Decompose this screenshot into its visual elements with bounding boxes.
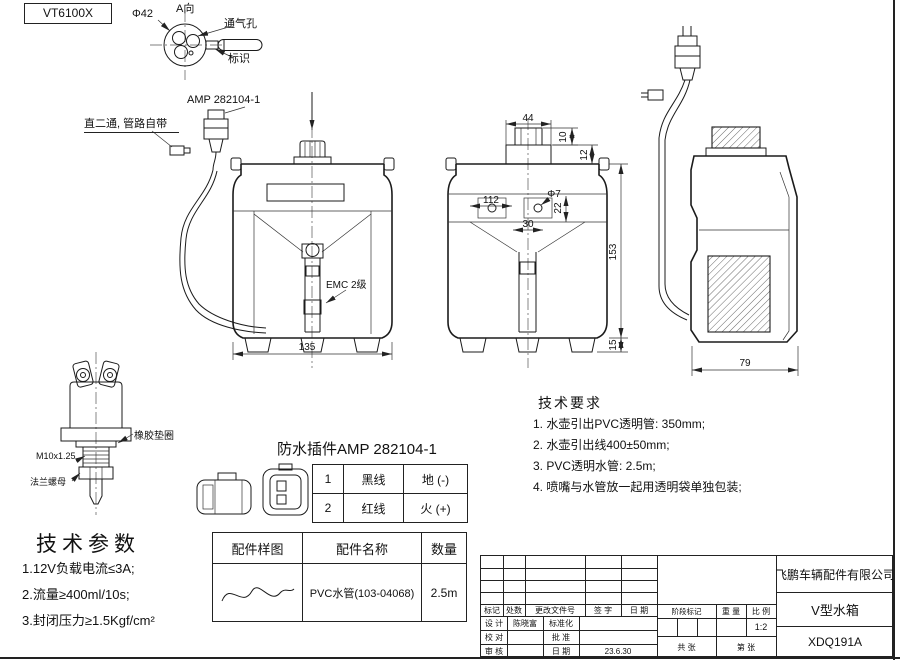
pipe-sample-cell (212, 563, 303, 622)
wire-row: 2 红线 火 (+) (312, 493, 468, 523)
parts-table: 配件样图 配件名称 数量 PVC水管(103-04068) 2.5m (212, 532, 467, 622)
tech-req-item-1: 1. 水壶引出PVC透明管: 350mm; (533, 417, 706, 431)
tech-req-item-3: 3. PVC透明水管: 2.5m; (533, 459, 656, 473)
part-qty-cell: 2.5m (421, 563, 467, 622)
pump-drawing (60, 352, 134, 515)
detail-a-view-label: A向 (176, 3, 195, 15)
flange-nut-label: 法兰螺母 (30, 477, 67, 487)
marking-label: 标识 (228, 53, 250, 65)
wire-color-cell: 黑线 (343, 464, 404, 494)
tb-scale-value: 1:2 (754, 622, 768, 632)
dim-12: 12 (579, 149, 590, 161)
plug-front-drawing (262, 463, 309, 516)
company-name: 飞鹏车辆配件有限公司 (776, 567, 894, 582)
tb-designer-name: 陈晓富 (513, 618, 537, 628)
plug-side-drawing (196, 472, 252, 515)
tb-rev-mark: 标记 (484, 605, 500, 615)
part-number-box: VT6100X (24, 3, 112, 24)
parts-table-header: 配件样图 配件名称 数量 (212, 532, 467, 564)
tech-params-title: 技术参数 (36, 533, 140, 556)
detail-a-diameter-label: Φ42 (132, 8, 154, 20)
col-qty-header: 数量 (421, 532, 467, 564)
tb-sheet-total: 共 张 (677, 642, 696, 652)
dim-phi7: Φ7 (547, 189, 561, 200)
tech-req-item-2: 2. 水壶引出线400±50mm; (533, 438, 670, 452)
dim-153: 153 (608, 243, 619, 260)
pvc-pipe-sketch (221, 587, 294, 602)
col-sample-header: 配件样图 (212, 532, 303, 564)
tech-params-item-2: 2.流量≥400ml/10s; (22, 587, 130, 602)
wire-row: 1 黑线 地 (-) (312, 464, 468, 494)
product-name: V型水箱 (811, 602, 859, 618)
amp-connector-drawing (151, 106, 267, 334)
tb-stage-label: 阶段标记 (671, 606, 702, 616)
pipe-note-label: 直二通, 管路自带 (84, 115, 180, 133)
col-name-header: 配件名称 (302, 532, 422, 564)
wire-pole-cell: 地 (-) (403, 464, 468, 494)
tech-params-item-3: 3.封闭压力≥1.5Kgf/cm² (22, 613, 155, 628)
tb-scale-label: 比 例 (751, 606, 771, 616)
tb-sheet-no: 第 张 (736, 642, 756, 652)
tb-audit-label: 审 核 (484, 646, 504, 656)
thread-label: M10x1.25 (36, 451, 76, 461)
wire-no-cell: 1 (312, 464, 344, 494)
tb-rev-docno: 更改文件号 (535, 605, 575, 615)
tech-params-item-1: 1.12V负载电流≤3A; (22, 561, 135, 576)
wire-no-cell: 2 (312, 493, 344, 523)
plug-wire-table: 1 黑线 地 (-) 2 红线 火 (+) (312, 464, 468, 523)
dim-112: 112 (483, 195, 499, 206)
drawing-number: XDQ191A (807, 635, 863, 649)
dim-79: 79 (739, 358, 751, 369)
tb-date-label: 日 期 (551, 646, 571, 656)
sheet-frame-right (893, 0, 895, 660)
center-view-drawing: 44 10 12 153 15 112 30 22 Φ7 (445, 113, 628, 368)
sheet-frame-bottom (0, 657, 900, 659)
detail-a-drawing (150, 10, 263, 80)
side-view-drawing: 79 (641, 26, 799, 376)
dim-22: 22 (553, 202, 564, 214)
front-view-drawing: 135 (230, 92, 395, 368)
tb-check-label: 校 对 (484, 632, 504, 642)
tb-approve-value (579, 630, 657, 644)
part-name-cell: PVC水管(103-04068) (302, 563, 422, 622)
amp-connector-label: AMP 282104-1 (187, 94, 261, 106)
tb-standard-value (579, 616, 657, 630)
dim-15: 15 (608, 339, 619, 351)
part-number-text: VT6100X (42, 6, 94, 20)
gasket-label: 橡胶垫圈 (134, 431, 174, 442)
tech-req-item-4: 4. 喷嘴与水管放一起用透明袋单独包装; (533, 480, 742, 494)
tb-design-label: 设 计 (484, 618, 504, 628)
tech-req-title: 技术要求 (538, 395, 602, 411)
tb-check-name (507, 630, 543, 644)
emc-label: EMC 2级 (326, 280, 367, 291)
tb-approve-label: 批 准 (551, 632, 571, 642)
tb-rev-date: 日 期 (629, 605, 649, 615)
dim-30: 30 (522, 219, 534, 230)
title-block: 标记 处数 更改文件号 签 字 日 期 设 计 陈晓富 标准化 校 对 批 准 … (480, 555, 894, 658)
wire-color-cell: 红线 (343, 493, 404, 523)
tb-weight-label: 重 量 (721, 606, 741, 616)
dim-10: 10 (558, 131, 569, 143)
tb-rev-sign: 签 字 (593, 605, 613, 615)
wire-pole-cell: 火 (+) (403, 493, 468, 523)
tb-date-value: 23.6.30 (604, 646, 632, 656)
plug-title: 防水插件AMP 282104-1 (277, 441, 437, 458)
vent-hole-label: 通气孔 (224, 18, 257, 30)
tb-rev-count: 处数 (506, 605, 522, 615)
parts-table-row: PVC水管(103-04068) 2.5m (212, 563, 467, 622)
dim-135: 135 (299, 342, 316, 353)
tb-standard-label: 标准化 (549, 618, 573, 628)
tb-audit-name (507, 644, 543, 658)
dim-44: 44 (522, 113, 534, 124)
